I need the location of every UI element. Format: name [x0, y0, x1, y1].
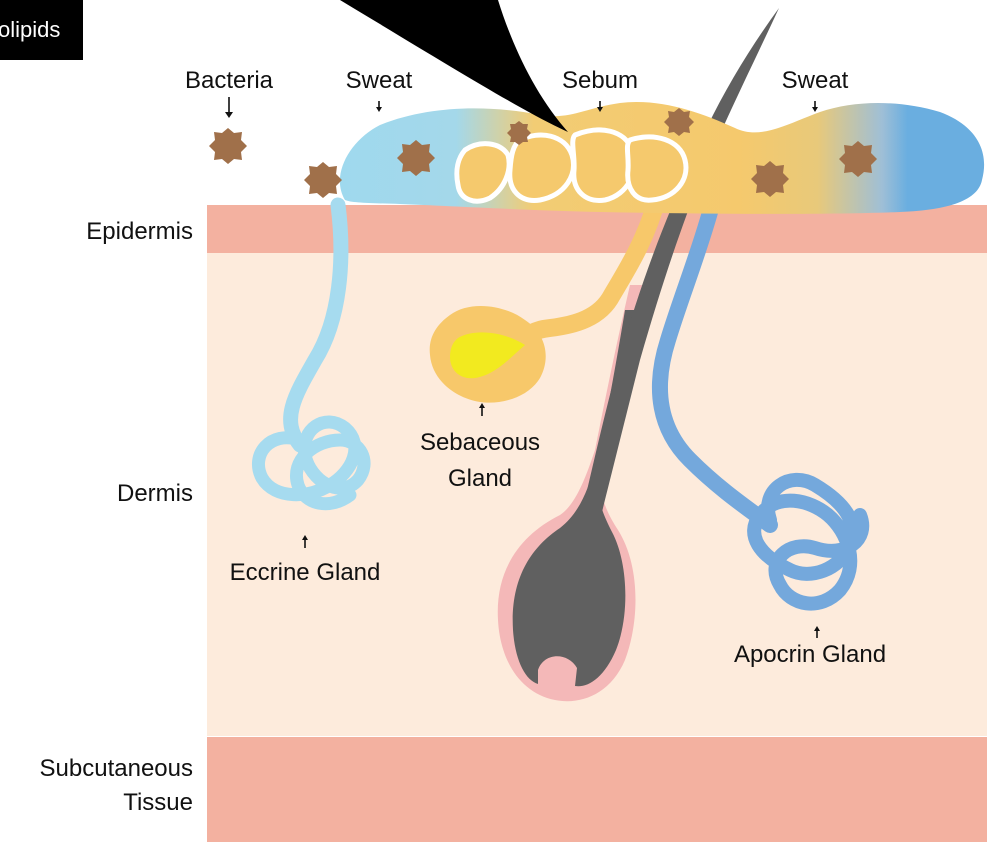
sweat-right-label: Sweat	[782, 67, 849, 94]
bacteria-label: Bacteria	[185, 67, 274, 94]
bacterium	[304, 162, 342, 198]
callout-text: olipids	[0, 17, 60, 42]
sebum-label: Sebum	[562, 67, 638, 94]
sebaceous-label-line2: Gland	[448, 465, 512, 492]
sebaceous-label-line1: Sebaceous	[420, 429, 540, 456]
eccrine-label: Eccrine Gland	[230, 559, 381, 586]
bacterium	[751, 161, 789, 197]
bacterium	[209, 128, 247, 164]
bacterium	[507, 121, 531, 145]
sweat-left-label: Sweat	[346, 67, 413, 94]
bacterium	[839, 141, 877, 177]
bacterium	[664, 108, 694, 136]
subcutaneous-label-line2: Tissue	[123, 789, 193, 816]
subcutaneous-label-line1: Subcutaneous	[40, 755, 193, 782]
apocrine-label: Apocrin Gland	[734, 641, 886, 668]
subcutaneous-layer	[207, 737, 987, 842]
dermis-label: Dermis	[117, 480, 193, 507]
bacterium	[397, 140, 435, 176]
epidermis-label: Epidermis	[86, 218, 193, 245]
